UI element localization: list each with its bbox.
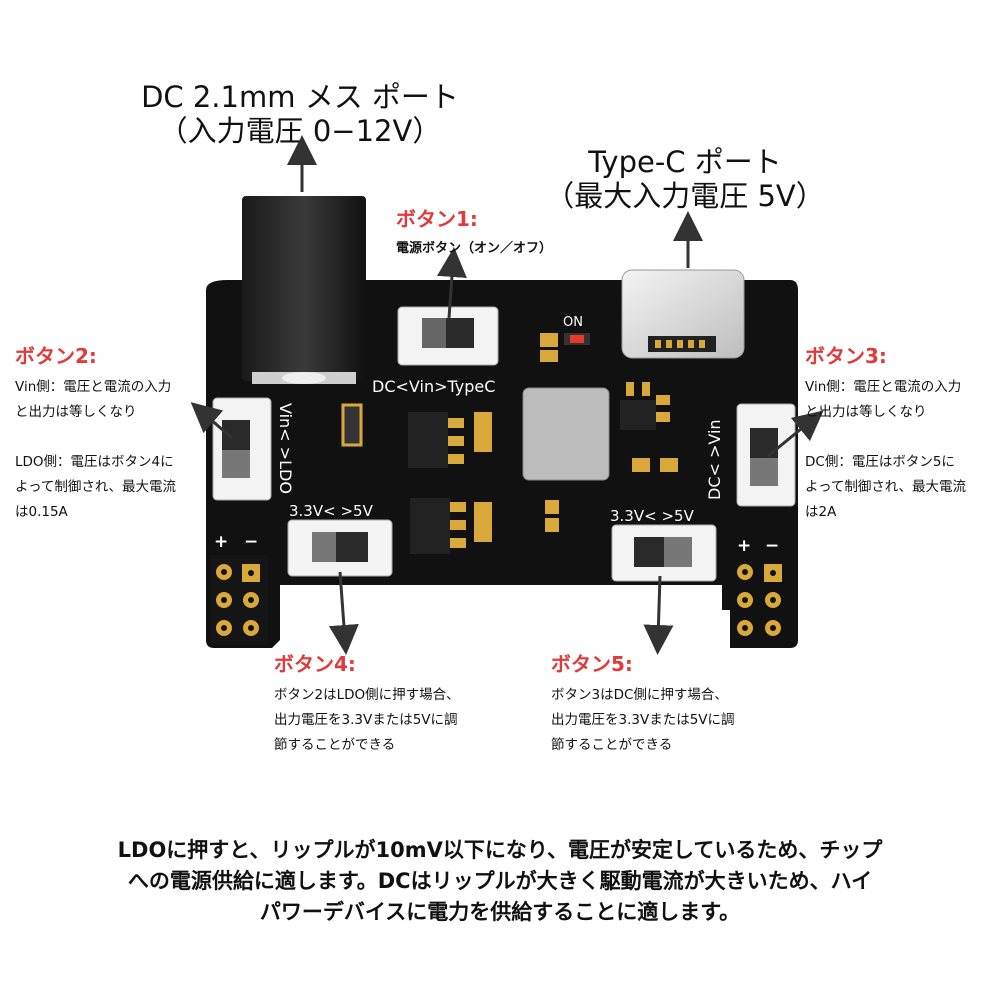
- typec-connector: [621, 269, 745, 359]
- switch-3: [736, 403, 796, 507]
- button-3-callout: ボタン3: Vin側：電圧と電流の入力 と出力は等しくなり DC側：電圧はボタン…: [805, 340, 995, 525]
- button-4-line-3: 節することができる: [274, 737, 396, 753]
- typec-port-label: Type-C ポート （最大入力電圧 5V）: [535, 145, 835, 213]
- button-4-title: ボタン4:: [274, 652, 356, 676]
- dc-jack: [242, 196, 366, 384]
- silk-vin-ldo: Vin< >LDO: [276, 403, 295, 494]
- typec-port-label-line1: Type-C ポート: [588, 145, 782, 179]
- silk-dc-vin: DC< >Vin: [705, 419, 724, 500]
- button-1-title: ボタン1:: [396, 207, 478, 231]
- button-5-line-1: ボタン3はDC側に押す場合、: [551, 687, 728, 703]
- button-3-line-6: は2A: [805, 504, 837, 520]
- silk-dc-vin-typec: DC<Vin>TypeC: [372, 377, 495, 396]
- inductor: [522, 387, 610, 481]
- silk-minus-left: −: [244, 532, 258, 552]
- silk-minus-right: −: [765, 536, 779, 556]
- button-3-line-2: と出力は等しくなり: [805, 404, 927, 420]
- button-5-title: ボタン5:: [551, 652, 633, 676]
- regulator-ics: [408, 382, 678, 554]
- dc-port-label: DC 2.1mm メス ポート （入力電圧 0−12V）: [130, 80, 470, 148]
- button-2-line-2: と出力は等しくなり: [15, 404, 137, 420]
- button-4-line-1: ボタン2はLDO側に押す場合、: [274, 687, 460, 703]
- button-2-line-1: Vin側：電圧と電流の入力: [15, 379, 172, 395]
- button-2-title: ボタン2:: [15, 344, 97, 368]
- button-5-callout: ボタン5: ボタン3はDC側に押す場合、 出力電圧を3.3Vまたは5Vに調 節す…: [551, 648, 791, 758]
- switch-5: [611, 524, 717, 582]
- button-2-line-5: よって制御され、最大電流: [15, 479, 177, 495]
- switch-1: [397, 306, 499, 366]
- bottom-line-3: パワーデバイスに電力を供給することに適します。: [259, 900, 741, 924]
- button-2-line-6: は0.15A: [15, 504, 68, 520]
- bottom-line-1: LDOに押すと、リップルが10mV以下になり、電圧が安定しているため、チップ: [117, 838, 883, 862]
- button-2-line-4: LDO側：電圧はボタン4に: [15, 454, 174, 470]
- silk-33v-5v-left: 3.3V< >5V: [289, 502, 374, 520]
- on-label: ON: [563, 315, 583, 330]
- dc-port-label-line1: DC 2.1mm メス ポート: [141, 80, 459, 114]
- button-4-callout: ボタン4: ボタン2はLDO側に押す場合、 出力電圧を3.3Vまたは5Vに調 節…: [274, 648, 514, 758]
- button-1-callout: ボタン1: 電源ボタン（オン／オフ）: [396, 203, 552, 261]
- silk-plus-right: +: [737, 536, 751, 556]
- button-2-callout: ボタン2: Vin側：電圧と電流の入力 と出力は等しくなり LDO側：電圧はボタ…: [15, 340, 205, 525]
- silk-33v-5v-right: 3.3V< >5V: [610, 507, 695, 525]
- button-3-line-1: Vin側：電圧と電流の入力: [805, 379, 962, 395]
- silk-plus-left: +: [214, 532, 228, 552]
- bottom-summary: LDOに押すと、リップルが10mV以下になり、電圧が安定しているため、チップ へ…: [60, 835, 940, 928]
- button-4-line-2: 出力電圧を3.3Vまたは5Vに調: [274, 712, 458, 728]
- button-3-title: ボタン3:: [805, 344, 887, 368]
- switch-4: [287, 519, 393, 577]
- button-5-line-3: 節することができる: [551, 737, 673, 753]
- button-3-line-4: DC側：電圧はボタン5に: [805, 454, 955, 470]
- header-pins-right: [737, 564, 782, 636]
- bottom-line-2: への電源供給に適します。DCはリップルが大きく駆動電流が大きいため、ハイ: [127, 869, 873, 893]
- header-pins-left: [210, 555, 268, 645]
- typec-port-label-line2: （最大入力電圧 5V）: [545, 179, 825, 213]
- button-3-line-5: よって制御され、最大電流: [805, 479, 967, 495]
- button-5-line-2: 出力電圧を3.3Vまたは5Vに調: [551, 712, 735, 728]
- switch-2: [212, 397, 272, 501]
- button-1-desc: 電源ボタン（オン／オフ）: [396, 241, 553, 256]
- callout-arrows: [190, 135, 824, 655]
